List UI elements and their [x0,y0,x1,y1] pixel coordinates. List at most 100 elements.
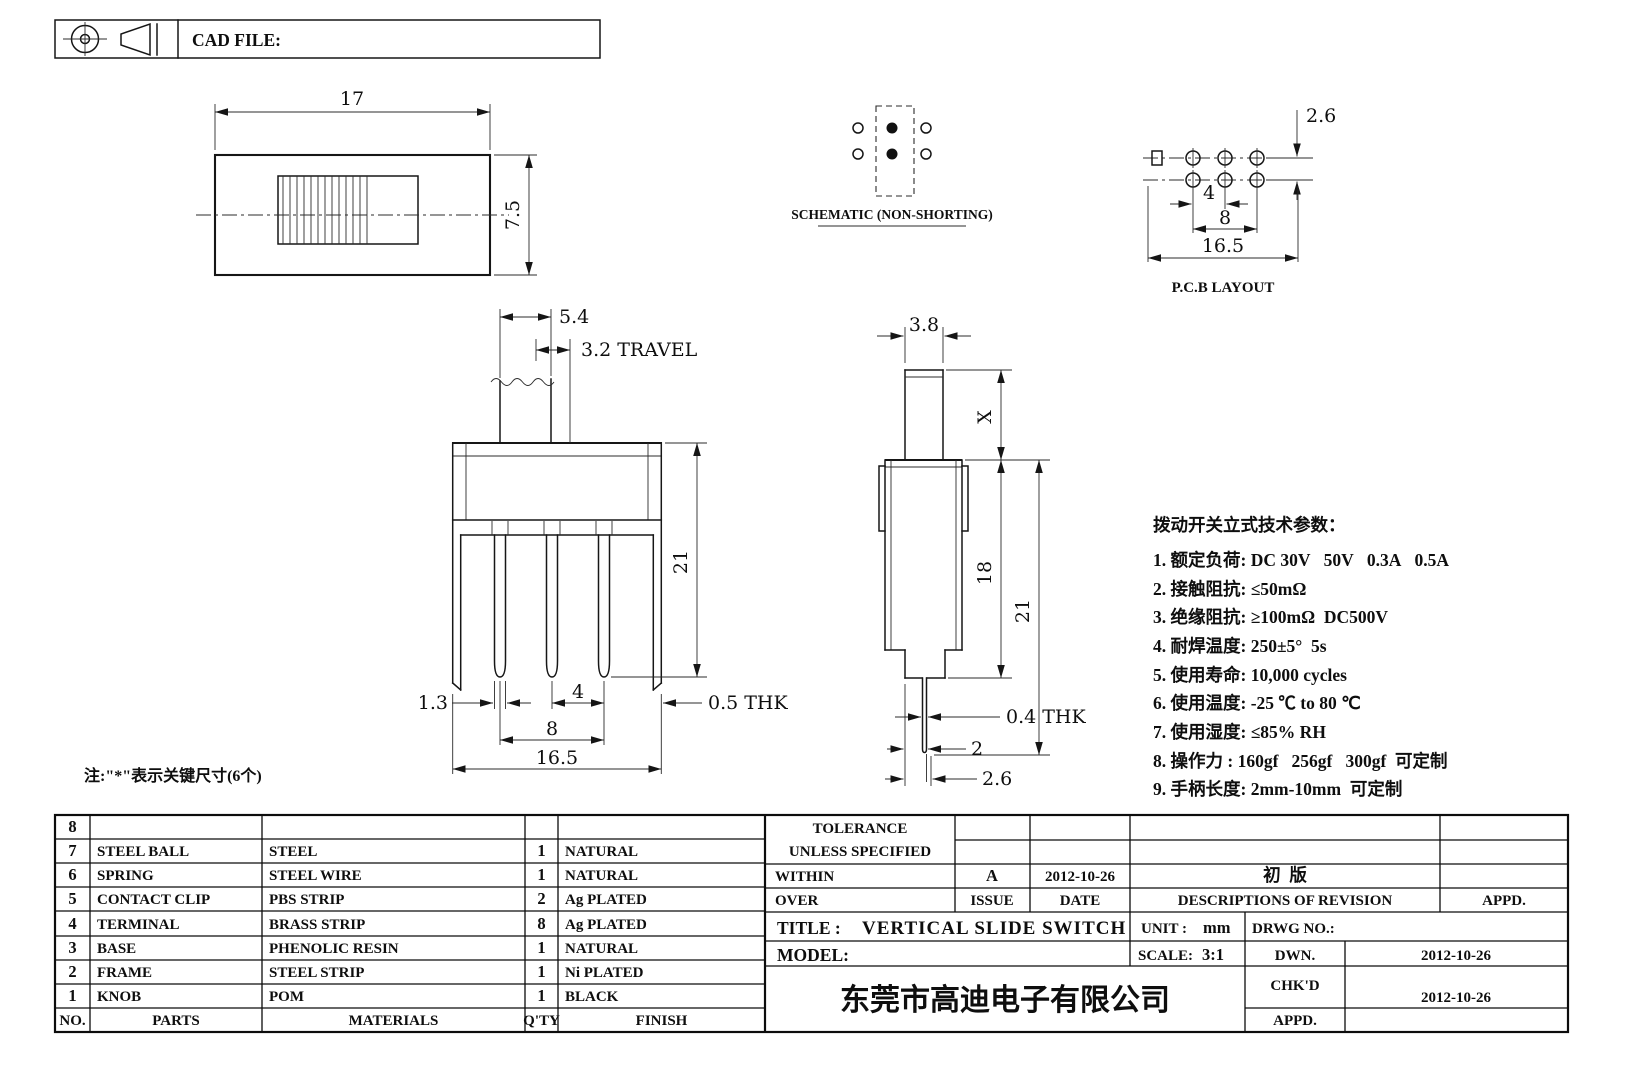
dim-1-3: 1.3 [418,692,448,714]
bom-row: 2 FRAME STEEL STRIP 1 Ni PLATED [68,962,643,981]
dim-4: 4 [572,681,584,703]
pcb-layout-label: P.C.B LAYOUT [1172,280,1275,296]
bom-cell-finish: Ni PLATED [565,965,644,981]
bom-cell-qty: 2 [537,889,545,908]
bom-cell-no: 8 [68,817,76,836]
scale-label: SCALE: [1138,948,1193,964]
tech-item: 3. 绝缘阻抗: ≥100mΩ DC500V [1153,607,1388,627]
bom-cell-materials: STEEL STRIP [269,965,364,981]
bom-cell-no: 5 [68,889,76,908]
unit-label: UNIT : [1141,921,1187,937]
bom-cell-parts: KNOB [97,989,141,1005]
bom-header-materials: MATERIALS [349,1013,439,1029]
knob-serrations [282,176,368,244]
dim-5-4: 5.4 [559,306,589,328]
dim-17: 17 [340,88,364,110]
bom-cell-finish: Ag PLATED [565,892,647,908]
note-text: 注:"*"表示关键尺寸(6个) [84,766,262,785]
descriptions-header: DESCRIPTIONS OF REVISION [1178,893,1393,909]
bom-cell-qty: 1 [537,865,545,884]
bom-cell-parts: STEEL BALL [97,844,189,860]
dim-16-5: 16.5 [536,747,578,769]
bom-cell-qty: 1 [537,962,545,981]
bom-row: 5 CONTACT CLIP PBS STRIP 2 Ag PLATED [68,889,647,908]
tech-item: 8. 操作力 : 160gf 256gf 300gf 可定制 [1153,751,1448,771]
unit-value: mm [1203,918,1231,937]
bom-cell-materials: PBS STRIP [269,892,344,908]
bom-header-qty: Q'TY [523,1013,560,1029]
bom-table: 8 7 STEEL BALL STEEL 1 NATURAL 6 SPRING … [59,817,687,1029]
bom-row: 4 TERMINAL BRASS STRIP 8 Ag PLATED [68,914,647,933]
table-grid [53,813,1570,1034]
bom-header-finish: FINISH [636,1013,688,1029]
bom-cell-qty: 1 [537,986,545,1005]
chkd-label: CHK'D [1270,978,1319,994]
appd-label: APPD. [1273,1013,1317,1029]
tech-item: 4. 耐焊温度: 250±5° 5s [1153,636,1327,656]
model-label: MODEL: [777,945,849,965]
moving-contact-dot [886,148,898,160]
terminal-pin [545,534,559,678]
projection-symbol-icon [63,22,158,57]
bom-header-parts: PARTS [152,1013,200,1029]
drwg-no-label: DRWG NO.: [1252,921,1335,937]
bom-cell-materials: STEEL [269,844,317,860]
bom-row: 8 [68,817,76,836]
key-dimension-note: 注:"*"表示关键尺寸(6个) [84,766,262,785]
front-view: 5.4 3.2 TRAVEL 21 1.3 4 8 16.5 0.5 THK [418,306,788,774]
tolerance-label-2: UNLESS SPECIFIED [789,844,931,860]
dim-x: X [974,410,996,424]
company-name: 东莞市高迪电子有限公司 [840,983,1170,1017]
dim-2-6: 2.6 [982,768,1012,790]
pcb-holes [1185,148,1265,190]
tech-params: 拨动开关立式技术参数： 1. 额定负荷: DC 30V 50V 0.3A 0.5… [1153,515,1449,799]
terminal-pin [493,534,507,678]
tech-item: 7. 使用湿度: ≤85% RH [1153,722,1326,742]
dim-0-4-thk: 0.4 THK [1006,706,1086,728]
revision-description: 初 版 [1263,865,1307,885]
bom-cell-qty: 1 [537,938,545,957]
bom-cell-qty: 8 [537,914,545,933]
bom-cell-parts: CONTACT CLIP [97,892,210,908]
bom-cell-materials: STEEL WIRE [269,868,362,884]
bom-cell-finish: Ag PLATED [565,917,647,933]
pcb-layout-view: 2.6 4 8 16.5 P.C.B LAYOUT [1143,105,1336,296]
dim-7-5: 7.5 [502,200,524,230]
frame-tab [961,465,969,532]
within-label: WITHIN [775,869,834,885]
bom-cell-parts: TERMINAL [97,917,180,933]
bom-cell-no: 2 [68,962,76,981]
knob-top [277,175,419,245]
dim-8: 8 [546,718,558,740]
bom-row: 3 BASE PHENOLIC RESIN 1 NATURAL [68,938,638,957]
frame-tab [878,465,886,532]
schematic-view: SCHEMATIC (NON-SHORTING) [791,105,993,227]
dim-8: 8 [1219,207,1231,229]
tech-item: 1. 额定负荷: DC 30V 50V 0.3A 0.5A [1153,550,1449,570]
terminal-shoulders [491,521,613,535]
terminal-pin-side [921,677,928,754]
scale-value: 3:1 [1202,945,1224,964]
dim-4: 4 [1203,182,1215,204]
dim-21: 21 [670,550,692,574]
dim-0-5-thk: 0.5 THK [708,692,788,714]
issue-header: ISSUE [970,893,1013,909]
bom-cell-no: 3 [68,938,76,957]
revision-issue: A [986,866,998,885]
cad-file-label: CAD FILE: [192,30,281,50]
schematic-label: SCHEMATIC (NON-SHORTING) [791,207,992,222]
bom-cell-materials: PHENOLIC RESIN [269,941,399,957]
bom-row: 1 KNOB POM 1 BLACK [68,986,618,1005]
dim-travel: 3.2 TRAVEL [581,339,698,361]
bom-cell-materials: POM [269,989,304,1005]
tech-item: 5. 使用寿命: 10,000 cycles [1153,665,1347,685]
top-view: 17 7.5 [196,88,537,277]
pcb-pad-square [1151,150,1163,166]
bom-cell-parts: SPRING [97,868,154,884]
bom-cell-finish: BLACK [565,989,619,1005]
bom-header-no: NO. [59,1013,86,1029]
bom-cell-no: 4 [68,914,76,933]
side-view: 3.8 X 18 21 0.4 THK 2 2.6 [877,314,1086,790]
bom-row: 6 SPRING STEEL WIRE 1 NATURAL [68,865,638,884]
